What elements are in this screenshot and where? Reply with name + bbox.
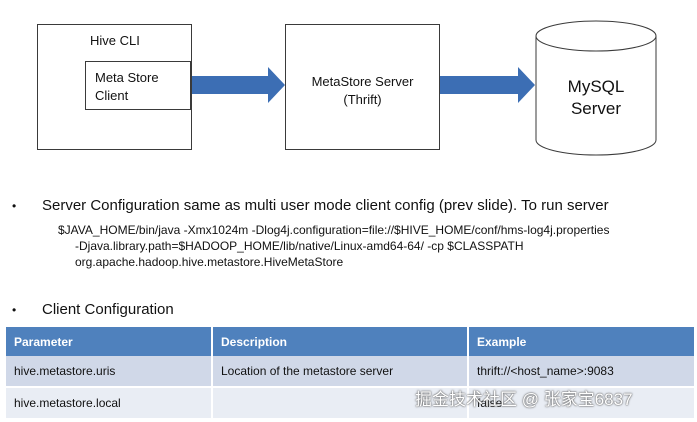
table-row: hive.metastore.uris Location of the meta… xyxy=(6,356,696,388)
bullet-icon: • xyxy=(12,199,17,213)
client-config-table: Parameter Description Example hive.metas… xyxy=(6,327,696,420)
watermark: 掘金技术社区 @ 张家宝6837 xyxy=(415,390,633,409)
header-description: Description xyxy=(212,327,469,356)
table-cell: false xyxy=(468,387,696,420)
table-header-row: Parameter Description Example xyxy=(6,327,696,356)
table-cell: hive.metastore.local xyxy=(6,387,213,420)
command-line-2: -Djava.library.path=$HADOOP_HOME/lib/nat… xyxy=(75,239,524,253)
table-row: hive.metastore.local false xyxy=(6,387,696,420)
metastore-server-box xyxy=(285,24,440,150)
header-example: Example xyxy=(468,327,696,356)
client-config-text: Client Configuration xyxy=(42,301,174,318)
command-line-1: $JAVA_HOME/bin/java -Xmx1024m -Dlog4j.co… xyxy=(58,223,610,237)
arrow-client-to-server xyxy=(192,67,285,103)
metastore-server-label-line1: MetaStore Server xyxy=(311,74,414,89)
bullet-icon: • xyxy=(12,303,17,317)
mysql-cylinder-icon xyxy=(535,20,657,156)
table-cell xyxy=(212,387,469,420)
metastore-server-label-line2: (Thrift) xyxy=(343,92,382,107)
header-parameter: Parameter xyxy=(6,327,213,356)
metastore-client-label-line2: Client xyxy=(95,88,129,103)
mysql-label-line2: Server xyxy=(570,99,622,118)
mysql-label-line1: MySQL xyxy=(567,77,625,96)
diagram-graphics xyxy=(192,20,657,156)
command-line-3: org.apache.hadoop.hive.metastore.HiveMet… xyxy=(75,255,344,269)
hive-cli-label: Hive CLI xyxy=(90,33,140,48)
metastore-client-label-line1: Meta Store xyxy=(95,70,159,85)
arrow-server-to-mysql xyxy=(440,67,535,103)
server-config-text: Server Configuration same as multi user … xyxy=(42,197,609,214)
table-cell: hive.metastore.uris xyxy=(6,356,213,388)
table-cell: Location of the metastore server xyxy=(212,356,469,388)
metastore-client-box xyxy=(85,61,191,110)
table-cell: thrift://<host_name>:9083 xyxy=(468,356,696,388)
